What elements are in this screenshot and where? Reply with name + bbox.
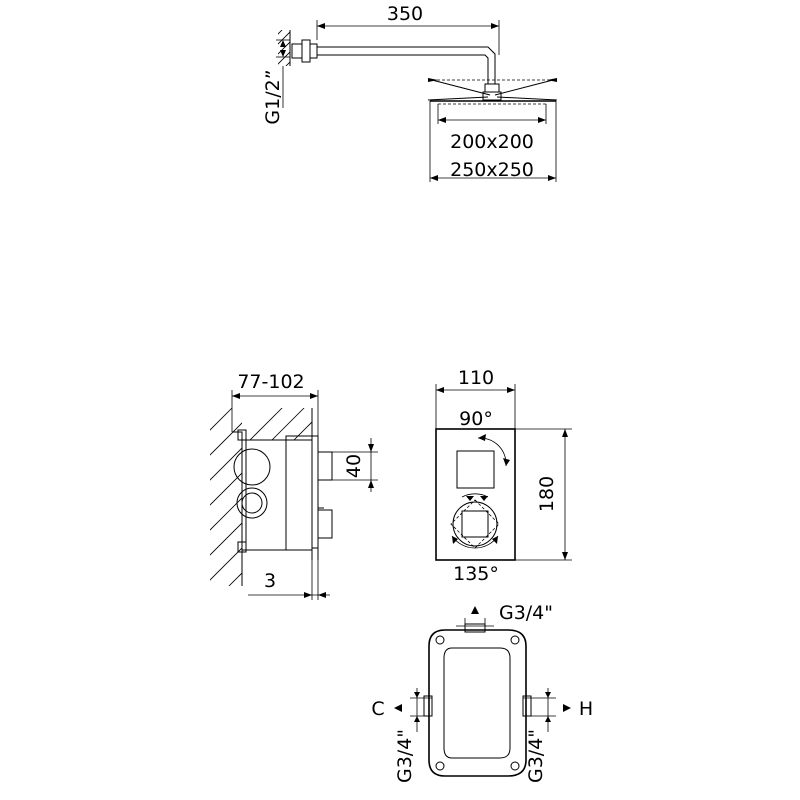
cold-thread-label: G3/4" <box>394 729 416 783</box>
thread-label: G1/2” <box>262 69 284 124</box>
top-knob <box>456 450 495 489</box>
plate-thickness-label: 3 <box>264 570 276 592</box>
head-outer-size-label: 250x250 <box>450 159 534 181</box>
cold-label: C <box>371 698 384 720</box>
front-plate <box>435 428 516 561</box>
mixer-front-drawing: 110 180 90° 135° <box>435 367 572 585</box>
outlet-thread-label: G3/4" <box>499 602 553 624</box>
front-height-label: 180 <box>536 476 558 512</box>
knob-spacing-label: 40 <box>343 454 365 478</box>
arm-length-label: 350 <box>387 3 423 25</box>
hot-thread-label: G3/4" <box>525 729 547 783</box>
bottom-knob <box>461 510 489 538</box>
wall-depth-label: 77-102 <box>237 371 304 393</box>
hot-label: H <box>579 698 593 720</box>
box-back-drawing: G3/4" C H G3/4" G3/4" <box>371 602 593 783</box>
front-width-label: 110 <box>458 367 494 389</box>
head-inner-size-label: 200x200 <box>450 131 534 153</box>
bottom-rotation-label: 135° <box>453 563 499 585</box>
shower-head-drawing: 350 G1/2” 200x200 250x250 <box>262 3 558 182</box>
bottom-knob-ring <box>452 501 498 547</box>
top-rotation-label: 90° <box>459 408 493 430</box>
mixer-side-drawing: 77-102 40 3 <box>210 371 378 600</box>
